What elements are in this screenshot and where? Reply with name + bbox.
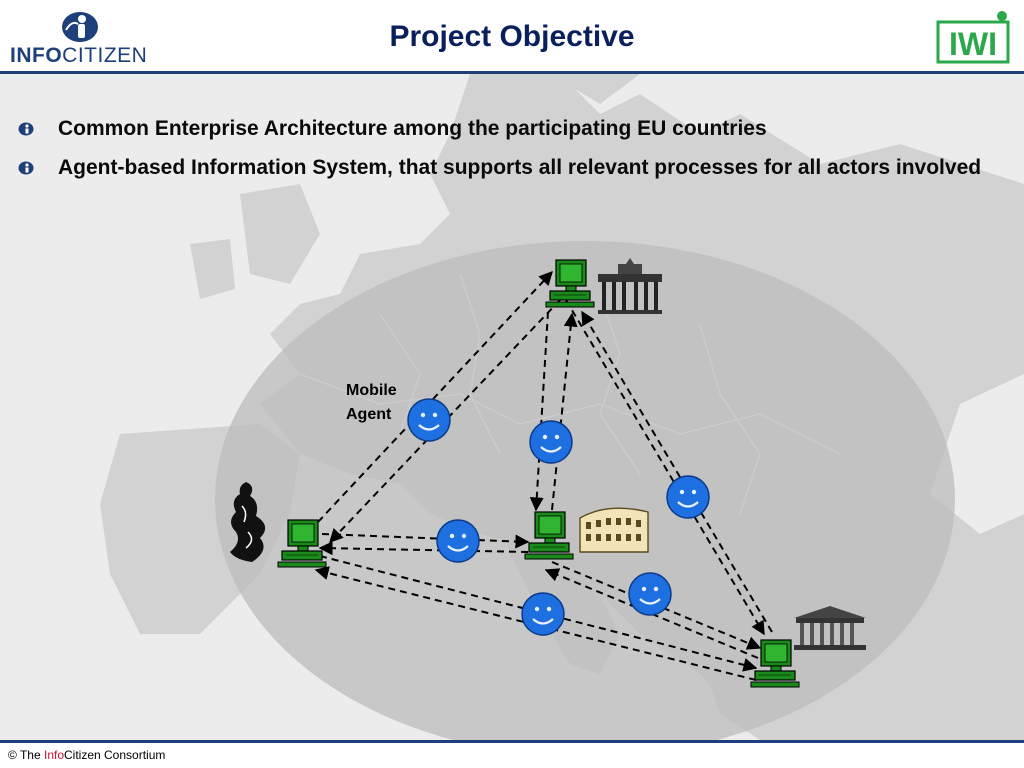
- mobile-agent-icon: [520, 591, 566, 637]
- arrow-spain-germany: [317, 270, 553, 523]
- slide-header: INFOCITIZEN Project Objective IWI: [0, 0, 1024, 72]
- slide-footer: © The InfoCitizen Consortium: [0, 743, 1024, 768]
- iwi-logo: IWI: [936, 11, 1010, 64]
- mobile-agent-label-line2: Agent: [346, 406, 392, 423]
- infocitizen-emblem-icon: [62, 12, 98, 42]
- parthenon-icon: [794, 606, 866, 650]
- footer-divider: [0, 740, 1024, 743]
- germany-computer-icon: [545, 259, 595, 308]
- logo-text-citizen: CITIZEN: [62, 44, 148, 67]
- bullet-icon: [18, 122, 34, 136]
- logo-text-info: INFO: [10, 44, 63, 67]
- greece-computer-icon: [750, 639, 800, 688]
- mobile-agent-icon: [665, 474, 711, 520]
- arrow-germany-italy: [529, 311, 549, 512]
- mobile-agent-icon: [627, 571, 673, 617]
- arrow-spain-italy: [321, 533, 530, 549]
- arrow-italy-spain: [318, 541, 529, 556]
- colosseum-icon: [579, 507, 649, 553]
- italy-computer-icon: [524, 511, 574, 560]
- arrow-germany-spain: [329, 299, 561, 544]
- mobile-agent-label-line1: Mobile: [346, 382, 397, 399]
- footer-accent: Info: [43, 748, 64, 762]
- header-divider: [0, 71, 1024, 74]
- bullet-item: Agent-based Information System, that sup…: [14, 149, 994, 186]
- arrow-germany-greece: [565, 299, 765, 636]
- footer-prefix: © The: [8, 748, 44, 762]
- arrow-greece-spain: [314, 566, 757, 681]
- bullet-list: Common Enterprise Architecture among the…: [14, 110, 994, 186]
- infocitizen-logo: INFOCITIZEN: [8, 6, 158, 68]
- footer-suffix: Citizen Consortium: [64, 748, 166, 762]
- footer-copyright: © The InfoCitizen Consortium: [8, 748, 165, 762]
- bullet-text: Agent-based Information System, that sup…: [58, 156, 982, 179]
- europe-map-background: [0, 74, 1024, 740]
- brandenburg-gate-icon: [598, 258, 662, 314]
- mobile-agent-icon: [528, 419, 574, 465]
- mobile-agent-icon: [406, 397, 452, 443]
- arrow-greece-germany: [581, 310, 773, 633]
- bullet-text: Common Enterprise Architecture among the…: [58, 117, 767, 140]
- iwi-logo-text: IWI: [949, 26, 997, 62]
- mobile-agent-icon: [435, 518, 481, 564]
- bullet-icon: [18, 161, 34, 175]
- arrow-italy-germany: [551, 312, 578, 511]
- page-title: Project Objective: [389, 20, 635, 53]
- bullet-item: Common Enterprise Architecture among the…: [14, 110, 994, 147]
- spain-sculpture-icon: [230, 482, 266, 562]
- arrow-spain-greece: [319, 555, 758, 672]
- spain-computer-icon: [277, 519, 327, 568]
